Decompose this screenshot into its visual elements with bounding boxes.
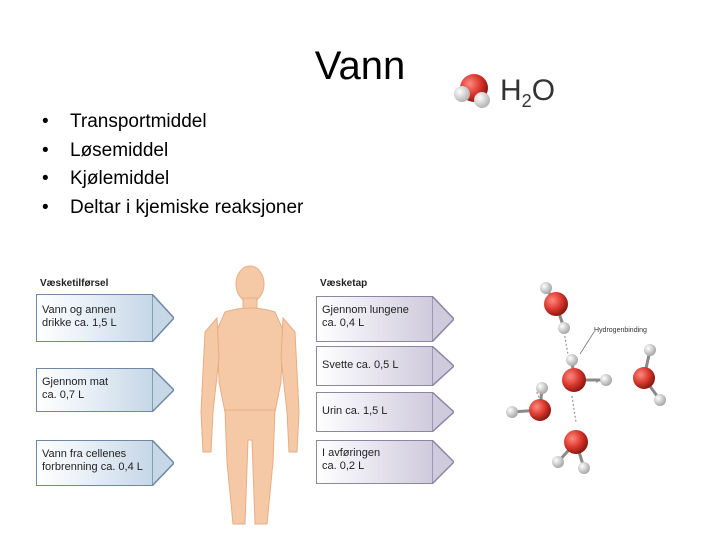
hydrogen-bond-diagram: Hydrogenbinding [506, 282, 666, 474]
water-molecule-icon [454, 74, 490, 108]
intake-text-3b: forbrenning ca. 0,4 L [42, 461, 143, 473]
human-body-figure [200, 265, 300, 525]
intake-text-3: Vann fra cellenes [42, 448, 127, 460]
loss-arrow: Svette ca. 0,5 L [316, 346, 454, 386]
bullet-item: Transportmiddel [42, 108, 303, 137]
loss-text-4b: ca. 0,2 L [322, 460, 365, 472]
h2o-formula: H2O [500, 74, 556, 111]
intake-text-2b: ca. 0,7 L [42, 389, 85, 401]
loss-heading: Væsketap [320, 278, 368, 289]
loss-text-1b: ca. 0,4 L [322, 317, 365, 329]
slide-title: Vann [314, 44, 406, 88]
loss-text-3: Urin ca. 1,5 L [322, 405, 388, 417]
bullet-item: Løsemiddel [42, 137, 303, 166]
intake-text-1b: drikke ca. 1,5 L [42, 317, 117, 329]
intake-heading: Væsketilførsel [40, 278, 109, 289]
intake-text-1: Vann og annen [42, 304, 116, 316]
loss-text-4: I avføringen [322, 447, 381, 459]
bullet-item: Deltar i kjemiske reaksjoner [42, 194, 303, 223]
loss-arrow: Urin ca. 1,5 L [316, 392, 454, 432]
intake-text-2: Gjennom mat [42, 376, 109, 388]
loss-text-1: Gjennom lungene [322, 304, 409, 316]
bullet-item: Kjølemiddel [42, 165, 303, 194]
hydrogen-bond-label: Hydrogenbinding [594, 327, 647, 334]
loss-text-2: Svette ca. 0,5 L [322, 359, 399, 371]
bullet-list: Transportmiddel Løsemiddel Kjølemiddel D… [42, 108, 303, 222]
